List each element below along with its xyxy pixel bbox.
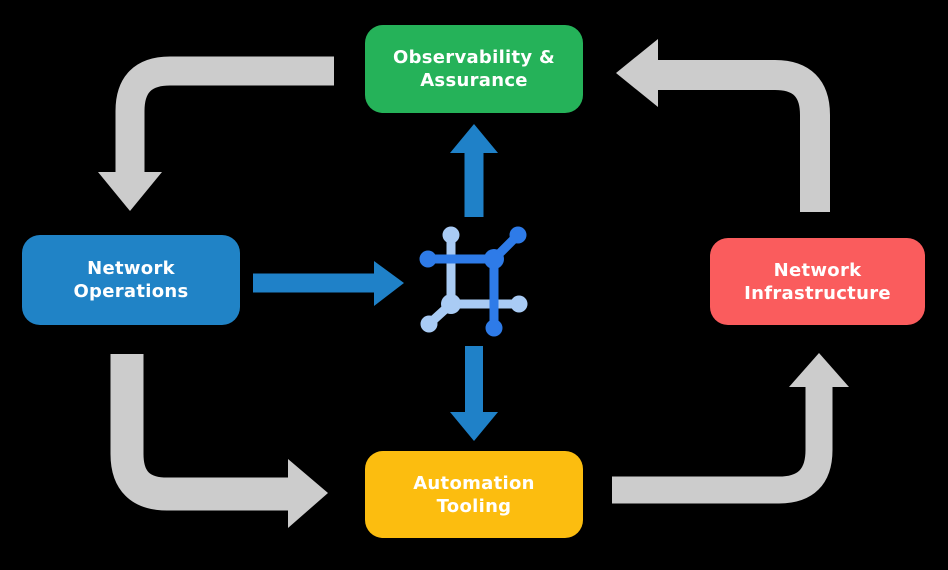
- arrow-center-to-observability: [450, 124, 498, 217]
- arrow-observability-to-operations: [98, 56, 334, 211]
- arrow-center-to-automation: [450, 346, 498, 441]
- node-observability-assurance: Observability & Assurance: [365, 25, 583, 113]
- node-network-infrastructure: Network Infrastructure: [710, 238, 925, 325]
- node-operations-label: Network Operations: [73, 258, 189, 302]
- arrow-infrastructure-to-observability: [616, 39, 830, 212]
- arrow-operations-to-automation: [110, 354, 328, 528]
- icon-dark-parts: [419, 226, 527, 337]
- node-observability-label: Observability & Assurance: [392, 47, 556, 91]
- node-automation-tooling: Automation Tooling: [365, 451, 583, 538]
- node-automation-label: Automation Tooling: [413, 472, 535, 517]
- node-network-operations: Network Operations: [22, 235, 240, 325]
- node-infrastructure-label: Network Infrastructure: [744, 259, 891, 304]
- arrow-operations-to-center: [253, 261, 404, 306]
- arrow-automation-to-infrastructure: [612, 353, 849, 504]
- icon-light-parts: [420, 226, 528, 333]
- network-automation-icon: [419, 226, 528, 337]
